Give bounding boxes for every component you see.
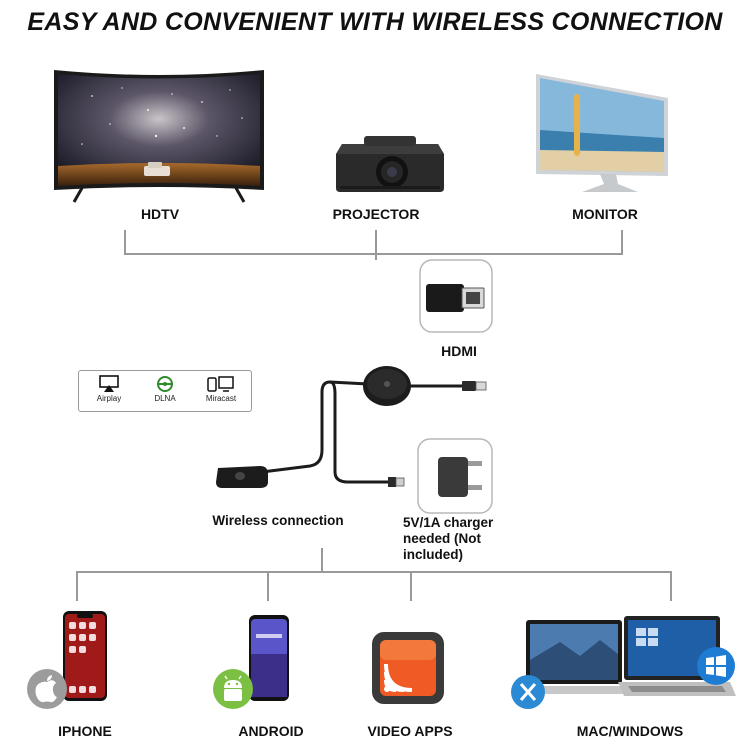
miracast-icon [207,376,234,392]
protocol-miracast: Miracast [193,375,249,403]
label-charger: 5V/1A charger needed (Not included) [403,515,494,562]
label-video-apps: VIDEO APPS [367,723,453,739]
label-projector: PROJECTOR [332,206,420,222]
projector-icon [334,130,446,196]
monitor-icon [534,72,670,196]
label-android: ANDROID [238,723,304,739]
charger-plug-icon [416,437,494,515]
label-mac-windows: MAC/WINDOWS [576,723,684,739]
hdmi-connector-icon [418,258,494,334]
curved-tv-icon [52,66,266,204]
source-bracket [76,571,672,573]
bracket-android-tick [267,571,269,601]
cast-icon [372,632,444,704]
bracket-right-tick [621,230,623,255]
page-title: EASY AND CONVENIENT WITH WIRELESS CONNEC… [27,8,723,36]
bracket-dongle-tick [321,548,323,573]
protocol-airplay-label: Airplay [96,394,122,403]
bracket-apps-tick [410,571,412,601]
bracket-iphone-tick [76,571,78,601]
airplay-icon [99,375,119,392]
label-iphone: IPHONE [58,723,112,739]
bracket-left-tick [124,230,126,255]
label-monitor: MONITOR [572,206,638,222]
windows-icon [696,646,736,686]
android-device [248,614,290,702]
android-icon [212,668,254,710]
wireless-dongle [200,360,500,510]
bracket-mac-tick [670,571,672,601]
dlna-icon [157,376,173,392]
bracket-center-tick [375,230,377,260]
iphone-device [62,610,108,702]
label-hdtv: HDTV [140,206,180,222]
mac-laptop [520,620,630,696]
mac-x-icon [510,674,546,710]
protocol-airplay: Airplay [81,375,137,403]
display-bracket [124,253,623,255]
apple-icon [26,668,68,710]
label-wireless-connection: Wireless connection [212,513,344,528]
protocol-miracast-label: Miracast [205,394,237,403]
protocol-panel: Airplay DLNA Miracast [78,370,252,412]
label-hdmi: HDMI [441,343,477,359]
protocol-dlna: DLNA [137,375,193,403]
protocol-dlna-label: DLNA [154,394,176,403]
